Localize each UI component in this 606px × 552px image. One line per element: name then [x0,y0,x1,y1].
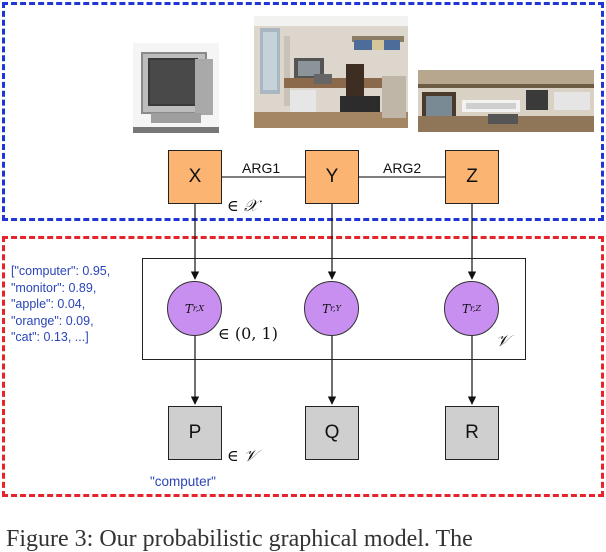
arg2-label: ARG2 [383,160,422,176]
distribution-line: "cat": 0.13, ...] [11,330,89,344]
arg1-label: ARG1 [242,160,281,176]
monitor-photo [133,43,219,133]
plate-v-label: 𝒱 [496,331,510,350]
edges-layer [190,176,477,405]
caption-text: Figure 3: Our probabilistic graphical mo… [6,526,473,552]
vocabulary-plate [142,258,526,360]
office-desk-photo [254,16,408,128]
workbench-photo [418,70,594,132]
distribution-line: "orange": 0.09, [11,313,94,328]
distribution-line: "apple": 0.04, [11,297,86,311]
t-r-y-base: T [322,301,331,316]
t-r-x-base: T [184,301,193,316]
node-q: Q [305,406,359,460]
distribution-line: "monitor": 0.89, [11,280,97,295]
observed-region-border [2,2,604,221]
node-r: R [445,406,499,460]
node-x: X [168,150,222,204]
distribution-annotation: ["computer": 0.95, "monitor": 0.89, "app… [11,263,141,346]
caption-fragment: Figure 3: Our probabilistic graphical mo… [0,527,606,551]
latent-region-border [2,236,604,497]
node-y: Y [305,150,359,204]
x-domain-label: ∈ 𝒳 [227,196,258,215]
interval-label: ∈ (0, 1) [218,324,278,343]
sample-word-label: "computer" [150,474,216,489]
t-r-y-sub: r,Y [330,304,341,313]
t-r-z-base: T [461,301,470,316]
t-r-x-sub: r,X [192,304,205,313]
distribution-line: ["computer": 0.95, [11,264,111,278]
t-r-z-sub: r,Z [469,304,482,313]
node-z: Z [445,150,499,204]
v-domain-label: ∈ 𝒱 [227,446,258,465]
node-p: P [168,406,222,460]
